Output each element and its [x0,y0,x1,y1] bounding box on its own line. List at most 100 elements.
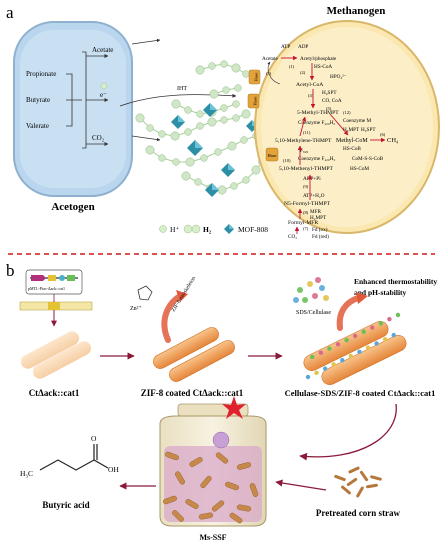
bead [208,62,216,70]
bead [184,128,192,136]
bead [171,99,181,109]
bead [194,178,202,186]
bead [185,157,195,167]
jar-rod [175,471,185,485]
cellulase-dot [395,312,401,318]
step-2: (2) [300,70,306,75]
straw-piece [356,486,364,498]
bead [195,65,205,75]
bead [170,131,180,141]
jar-rod [215,452,229,464]
methanogen-pathway: ATP ADP Acetate Acetyl/phosphate HS-CoA … [262,44,399,240]
node-hs-coa: HS-CoA [314,64,332,70]
node-hpo4: HPO₄²⁻ [330,74,347,80]
jar-rod [236,504,252,512]
cellulase-dot [322,366,328,371]
step-11: (11) [303,130,311,135]
node-fd-ox: Fd (ox) [312,226,328,233]
step-6: (6) [380,132,386,137]
node-coenzyme-m: Coenzyme M [343,118,371,124]
straw-piece [334,474,346,482]
node-methyl-thmpt: 5-Methyl-THMPT [297,110,339,116]
bead [135,113,145,123]
cellulase-arrow-head [356,292,368,304]
bead [214,148,222,156]
straw-piece [359,470,369,482]
panel-b-letter: b [6,261,15,280]
node-methylene-thmpt: 5,10-Methylene-THMPT [275,138,332,144]
bead [242,176,250,184]
cellulase-dot [361,329,366,334]
node-methenyl-thmpt: 5,10-Methenyl-THMPT [279,166,333,172]
bead [231,63,241,73]
butyric-acid-label: Butyric acid [42,500,89,510]
methanogen-title: Methanogen [327,5,386,17]
plasmid-label: pMTL-Ptac-Δack::cat1 [28,286,65,291]
cellulase-dots [305,312,401,380]
zinc-label: Zn²⁺ [130,306,142,312]
bead [232,114,240,122]
substrate-bracket [66,73,82,127]
jar-rod [236,462,252,470]
node-com-s-s-cob: CoM-S-S-CoB [352,156,384,162]
cellulase-dot [352,333,358,339]
cellulase-dot [378,321,384,326]
bead [220,60,228,68]
mof-highlight [178,115,185,122]
hase-enzyme-3 [265,147,279,162]
cellulase-dot [387,316,392,322]
hase-label-2: Hase [253,97,258,106]
strain-label: CtΔack::cat1 [29,388,80,398]
node-formyl-mfr: Formyl-MFR [288,220,318,226]
mof-highlight [210,103,217,110]
corn-straw [334,466,382,498]
cellulase-molecule [319,285,325,291]
cellulase-molecule [315,277,321,283]
node-acetate: Acetate [262,56,279,62]
product-co2: CO₂ [92,134,105,142]
panel-a-letter: a [6,3,14,22]
bead [222,86,230,94]
step-7: (7) [303,226,309,231]
cellulase-dot [314,370,319,376]
cellulase-dot [318,350,324,355]
hase-label-1: Hase [254,73,259,82]
jar-contents [163,451,259,524]
jar-rod [172,510,184,522]
cellulase-dot [310,354,315,360]
substrate-propionate: Propionate [26,70,56,78]
butyric-h3c: H₃C [20,469,33,478]
butyric-o: O [91,434,97,443]
zif-arrow-head [176,290,188,302]
bead [241,109,251,119]
sds-cellulase-label: SDS/Cellulase [296,310,331,316]
node-hs-com: HS-CoM [350,166,369,172]
cellulase-dot [331,362,336,367]
node-acetylphosphate: Acetyl/phosphate [300,56,337,62]
node-fmr: F₈₂₀ [300,148,309,154]
cellulase-dot [382,337,388,342]
cellulase-curved-arrow [336,295,361,331]
mof-highlight [228,163,235,170]
bead [184,106,192,114]
bead [196,122,204,130]
bead [230,182,238,190]
straw-piece [370,475,382,481]
node-fd-red: Fd (red) [312,233,329,240]
step-9: (9) [303,184,309,189]
legend-mof: MOF-808 [238,225,268,234]
cellulase-molecule [312,293,318,299]
legend-mof-marker [224,224,234,234]
step-5: (5) [326,106,332,111]
cellulase-dot [370,325,375,330]
cellulase-molecule [323,295,329,301]
bead [196,110,204,118]
bead [172,158,180,166]
node-mfr: MFR [310,209,321,215]
bead [251,165,261,175]
product-acetate: Acetate [92,46,113,54]
cellulase-dot [340,358,345,363]
cellulase-molecule [297,287,303,293]
bead [207,117,217,127]
jar-rod [229,512,243,524]
